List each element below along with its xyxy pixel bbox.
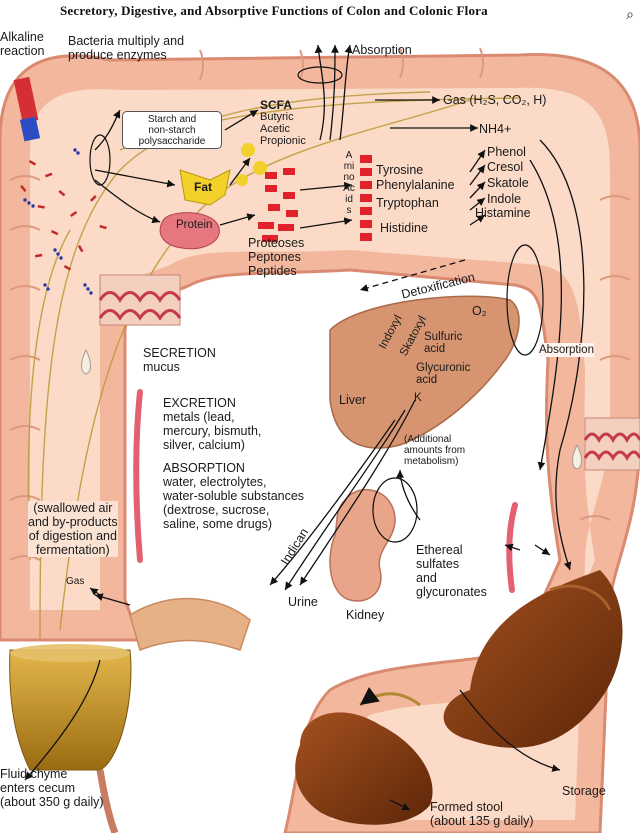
- label-scfa-items: Butyric Acetic Propionic: [260, 111, 306, 147]
- label-proteoses: Proteoses Peptones Peptides: [248, 236, 304, 278]
- label-histidine: Histidine: [380, 221, 428, 235]
- label-secretion-sub: mucus: [143, 360, 180, 374]
- label-phenol: Phenol: [487, 145, 526, 159]
- label-scfa: SCFA: [260, 98, 293, 112]
- loop-markers: [89, 66, 544, 543]
- mucosa-section-left: [98, 274, 182, 326]
- starch-box: Starch and non-starch polysaccharide: [122, 111, 222, 149]
- label-alkaline: Alkaline reaction: [0, 30, 44, 58]
- label-indole: Indole: [487, 192, 522, 206]
- stool-mass-formed: [295, 712, 433, 825]
- label-fat: Fat: [194, 180, 212, 194]
- label-ethereal-sulfates: Ethereal sulfates and glycuronates: [416, 543, 487, 599]
- label-sulfuric-acid: Sulfuric acid: [424, 331, 462, 355]
- starch-text: Starch and non-starch polysaccharide: [138, 114, 206, 147]
- label-excretion-title: EXCRETION: [163, 396, 236, 410]
- label-cresol: Cresol: [487, 160, 524, 174]
- label-o2: O₂: [472, 304, 487, 318]
- colon-wall: [0, 52, 640, 833]
- label-glycuronic-acid: Glycuronic acid: [416, 362, 470, 386]
- excretion-text: metals (lead, mercury, bismuth, silver, …: [163, 410, 262, 452]
- label-additional-amounts: (Additional amounts from metabolism): [404, 434, 465, 467]
- label-protein: Protein: [176, 219, 213, 231]
- label-kidney: Kidney: [346, 608, 385, 622]
- ileum: [129, 597, 251, 651]
- amino-acid-blocks: [360, 155, 372, 241]
- label-tryptophan: Tryptophan: [376, 196, 439, 210]
- peptide-blocks: [258, 168, 298, 242]
- formed-text: Formed stool (about 135 g daily): [430, 800, 534, 828]
- scfa-items-text: Butyric Acetic Propionic: [260, 111, 306, 147]
- bacteria-cocci: [23, 148, 93, 295]
- absorption-mid-text: water, electrolytes, water-soluble subst…: [163, 475, 305, 531]
- flow-arrows: [24, 44, 585, 811]
- label-tyrosine: Tyrosine: [376, 163, 424, 177]
- kidney-organ: [329, 489, 396, 602]
- label-bacteria: Bacteria multiply and produce enzymes: [68, 34, 184, 62]
- mucus-drop: [81, 348, 582, 470]
- label-storage: Storage: [562, 784, 606, 798]
- label-swallowed-air: (swallowed air and by-products of digest…: [28, 501, 118, 557]
- sigmoid-arrow: [359, 687, 421, 707]
- cecum-chyme: [9, 644, 132, 833]
- litmus-strip: [13, 76, 41, 142]
- sulfuric-text: Sulfuric acid: [424, 331, 463, 355]
- label-absorption-mid-title: ABSORPTION: [163, 461, 245, 475]
- magnifier-icon[interactable]: ⌕: [626, 6, 634, 22]
- glycuronic-text: Glycuronic acid: [416, 362, 471, 386]
- bacteria-cluster: [20, 160, 107, 271]
- fluid-text: Fluid chyme enters cecum (about 350 g da…: [0, 767, 104, 809]
- label-histamine: Histamine: [475, 206, 531, 220]
- label-urine: Urine: [288, 595, 318, 609]
- label-absorption-top: Absorption: [352, 43, 412, 57]
- label-alkaline-text: Alkaline reaction: [0, 30, 45, 58]
- label-gas-small: Gas: [66, 576, 85, 587]
- label-absorption-right: Absorption: [539, 343, 594, 357]
- fat-molecule: [179, 143, 267, 206]
- label-phenylalanine: Phenylalanine: [376, 178, 455, 192]
- label-fluid-chyme: Fluid chyme enters cecum (about 350 g da…: [0, 767, 104, 809]
- ethereal-text: Ethereal sulfates and glycuronates: [416, 543, 487, 599]
- liver-organ: [329, 295, 520, 449]
- label-absorption-mid-sub: water, electrolytes, water-soluble subst…: [163, 475, 304, 531]
- protein-molecule: [159, 212, 220, 250]
- mucosa-section-right: [583, 417, 640, 471]
- label-excretion-sub: metals (lead, mercury, bismuth, silver, …: [163, 410, 261, 452]
- label-skatole: Skatole: [487, 176, 529, 190]
- label-secretion-title: SECRETION: [143, 346, 216, 360]
- label-amino-acids: Amino Acids: [343, 150, 355, 216]
- label-k: K: [414, 392, 422, 404]
- stool-mass-storage: [443, 570, 623, 748]
- swallowed-text: (swallowed air and by-products of digest…: [28, 501, 118, 557]
- label-bacteria-text: Bacteria multiply and produce enzymes: [68, 34, 185, 62]
- additional-text: (Additional amounts from metabolism): [404, 434, 466, 467]
- label-gas-top: Gas (H₂S, CO₂, H): [443, 93, 547, 107]
- label-nh4: NH4+: [479, 122, 512, 136]
- label-liver: Liver: [339, 393, 367, 407]
- figure-title: Secretory, Digestive, and Absorptive Fun…: [60, 3, 488, 18]
- label-formed-stool: Formed stool (about 135 g daily): [430, 800, 534, 828]
- proteoses-text: Proteoses Peptones Peptides: [248, 236, 305, 278]
